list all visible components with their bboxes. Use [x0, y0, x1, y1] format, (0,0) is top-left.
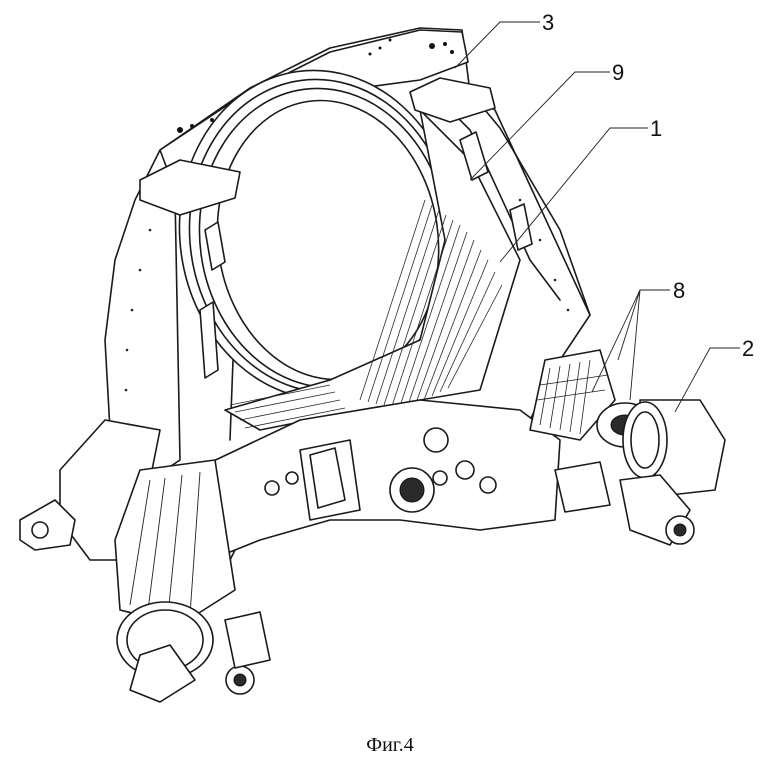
figure-caption: Фиг.4	[0, 734, 780, 757]
label-9: 9	[612, 60, 624, 85]
label-8: 8	[673, 278, 685, 303]
label-3: 3	[542, 10, 554, 35]
label-2: 2	[742, 336, 754, 361]
label-1: 1	[650, 116, 662, 141]
